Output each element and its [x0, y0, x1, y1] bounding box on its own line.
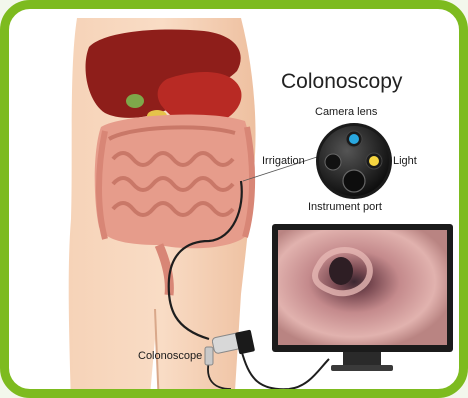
label-light: Light	[393, 155, 417, 167]
label-colonoscope: Colonoscope	[138, 350, 202, 362]
endoscope-tip-icon	[316, 123, 392, 199]
irrigation-icon	[325, 154, 341, 170]
label-irrigation: Irrigation	[262, 155, 305, 167]
instrument-port-icon	[343, 170, 365, 192]
light-icon	[369, 156, 379, 166]
page-title: Colonoscopy	[281, 70, 402, 94]
camera-lens-icon	[349, 134, 359, 144]
anatomy-illustration	[9, 9, 468, 398]
label-instrument-port: Instrument port	[308, 201, 382, 213]
label-camera-lens: Camera lens	[315, 106, 377, 118]
gallbladder-icon	[126, 94, 144, 108]
monitor-icon	[272, 224, 453, 371]
